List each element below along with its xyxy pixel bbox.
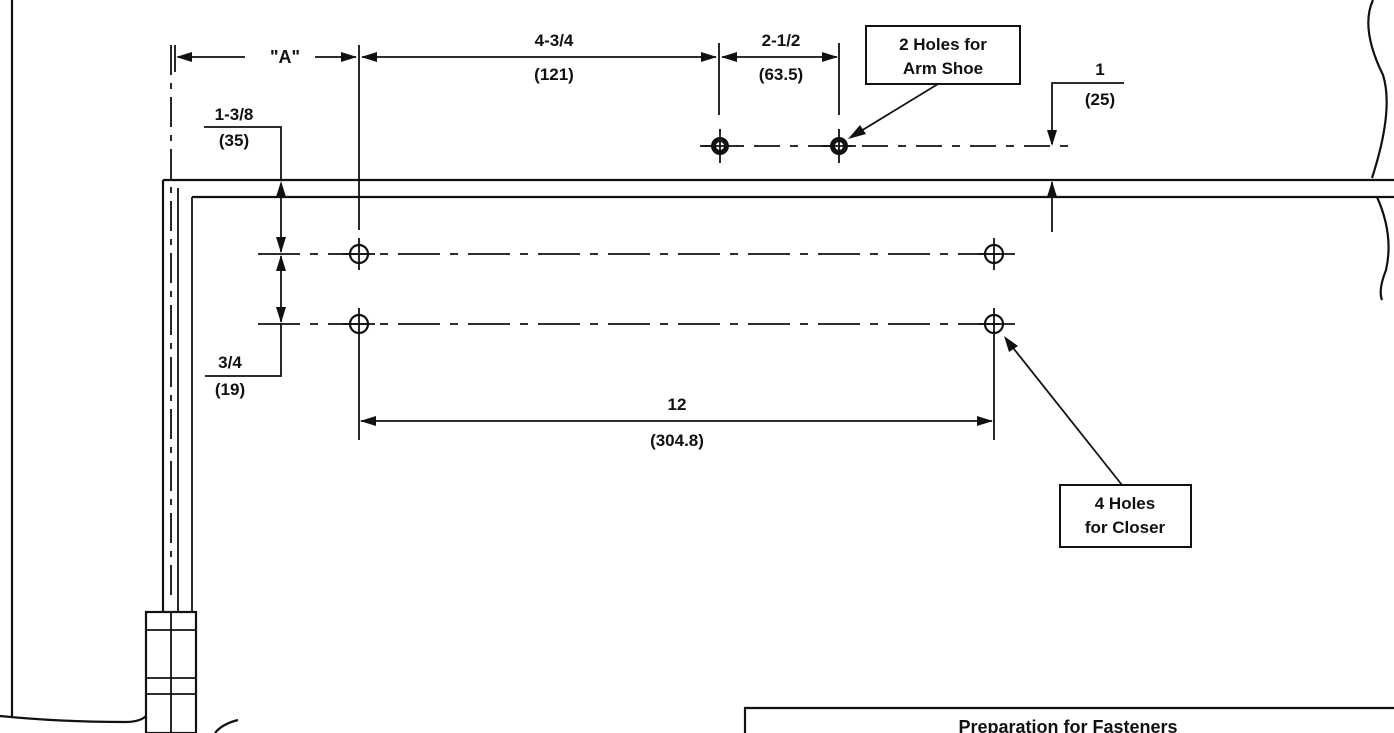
callout-closer: 4 Holes for Closer [1004, 336, 1192, 548]
callout-arm-shoe-line1: 2 Holes for [899, 35, 987, 54]
arm-shoe-hole-2 [822, 129, 856, 163]
callout-arm-shoe-line2: Arm Shoe [903, 59, 983, 78]
dim-2-1-2-fraction: 2-1/2 [762, 31, 801, 50]
dim-1-mm: (25) [1085, 90, 1115, 109]
dim-a: "A" [176, 47, 357, 67]
dim-12-fraction: 12 [668, 395, 687, 414]
dim-2-1-2: 2-1/2 (63.5) [721, 31, 838, 84]
dim-12: 12 (304.8) [360, 395, 993, 450]
closer-holes [343, 238, 1010, 340]
dim-3-4-mm: (19) [215, 380, 245, 399]
dim-1-3-8-mm: (35) [219, 131, 249, 150]
closer-hole-1 [343, 238, 375, 270]
hole-centerlines [258, 145, 1068, 325]
dim-4-3-4: 4-3/4 (121) [361, 31, 717, 84]
dim-4-3-4-fraction: 4-3/4 [535, 31, 574, 50]
dim-4-3-4-mm: (121) [534, 65, 574, 84]
dim-1: 1 (25) [1047, 60, 1124, 232]
arm-shoe-holes [703, 129, 856, 163]
callout-closer-line2: for Closer [1085, 518, 1166, 537]
dim-1-fraction: 1 [1095, 60, 1104, 79]
dim-3-4-fraction: 3/4 [218, 353, 242, 372]
break-lines [1367, 0, 1390, 301]
closer-hole-3 [343, 308, 375, 340]
callout-arm-shoe: 2 Holes for Arm Shoe [848, 25, 1021, 139]
extension-lines [170, 43, 995, 600]
arm-shoe-hole-1 [703, 129, 737, 163]
dim-12-mm: (304.8) [650, 431, 704, 450]
fastener-table: Preparation for Fasteners [743, 706, 1394, 733]
callout-closer-line1: 4 Holes [1095, 494, 1155, 513]
dim-3-4: 3/4 (19) [205, 255, 286, 399]
dim-1-3-8: 1-3/8 (35) [204, 105, 286, 253]
dim-1-3-8-fraction: 1-3/8 [215, 105, 254, 124]
dim-a-label: "A" [270, 47, 300, 67]
dim-2-1-2-mm: (63.5) [759, 65, 803, 84]
closer-hole-2 [978, 238, 1010, 270]
table-title: Preparation for Fasteners [958, 717, 1177, 733]
closer-hole-4 [978, 308, 1010, 340]
